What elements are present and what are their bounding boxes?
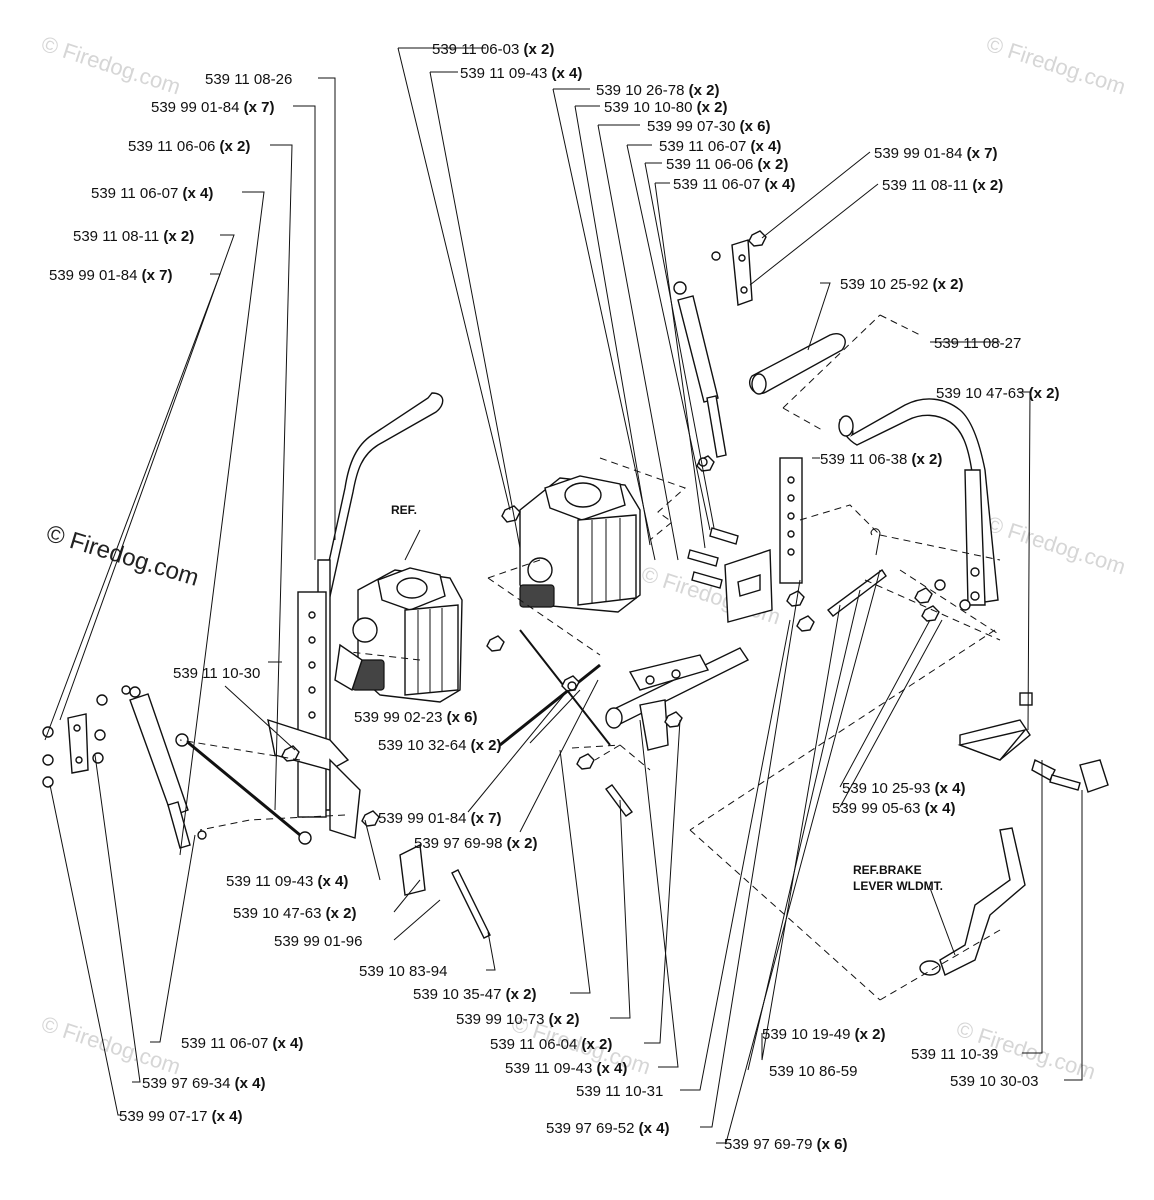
right-control-handle	[838, 398, 999, 606]
callout-label: 539 11 08-27	[934, 335, 1021, 352]
callout-label: 539 99 01-84 (x 7)	[151, 99, 274, 116]
brake-lever	[919, 827, 1026, 976]
callout-label: 539 97 69-98 (x 2)	[414, 835, 537, 852]
ref-label-brake-line1: REF.BRAKE	[853, 863, 922, 877]
callout-label: 539 10 26-78 (x 2)	[596, 82, 719, 99]
callout-label: 539 10 47-63 (x 2)	[233, 905, 356, 922]
callout-label: 539 11 06-07 (x 4)	[673, 176, 795, 193]
callout-label: 539 11 06-04 (x 2)	[490, 1036, 612, 1053]
callout-label: 539 97 69-34 (x 4)	[142, 1075, 265, 1092]
callout-label: 539 99 05-63 (x 4)	[832, 800, 955, 817]
callout-label: 539 10 25-92 (x 2)	[840, 276, 963, 293]
watermark-tile: © Firedog.com	[38, 31, 183, 99]
leader-lines	[44, 47, 1083, 1144]
watermark-tile: © Firedog.com	[38, 1011, 183, 1079]
watermark-main: © Firedog.com	[43, 520, 202, 592]
ref-label-brake-line2: LEVER WLDMT.	[853, 879, 943, 893]
hardware	[42, 230, 1027, 939]
callout-label: 539 11 09-43 (x 4)	[460, 65, 582, 82]
callout-label: 539 10 83-94	[359, 963, 447, 980]
left-control-handle	[267, 392, 444, 839]
watermark-tile: © Firedog.com	[983, 511, 1128, 579]
callout-label: 539 99 10-73 (x 2)	[456, 1011, 579, 1028]
callout-label: 539 11 06-06 (x 2)	[128, 138, 250, 155]
callout-label: 539 11 06-07 (x 4)	[181, 1035, 303, 1052]
callout-label: 539 11 08-11 (x 2)	[882, 177, 1003, 194]
callout-label: 539 11 08-26	[205, 71, 292, 88]
left-hydro-pump	[334, 567, 463, 703]
callout-label: 539 11 06-06 (x 2)	[666, 156, 788, 173]
callout-label: 539 11 10-31	[576, 1083, 663, 1100]
cross-shaft	[605, 647, 750, 751]
callout-label: 539 11 06-38 (x 2)	[820, 451, 942, 468]
callout-label: 539 11 06-07 (x 4)	[659, 138, 781, 155]
callout-label: 539 99 01-84 (x 7)	[49, 267, 172, 284]
ref-label-pump: REF.	[391, 503, 417, 517]
handle-grips	[748, 333, 846, 395]
adjust-bars	[779, 457, 803, 584]
callout-labels: 539 11 06-03 (x 2) 539 11 09-43 (x 4) 53…	[49, 41, 1059, 1153]
callout-label: 539 10 47-63 (x 2)	[936, 385, 1059, 402]
left-damper-brackets	[67, 713, 89, 774]
callout-label: 539 11 06-03 (x 2)	[432, 41, 554, 58]
right-damper-bracket	[731, 239, 753, 306]
callout-label: 539 10 86-59	[769, 1063, 857, 1080]
callout-label: 539 99 07-17 (x 4)	[119, 1108, 242, 1125]
callout-label: 539 11 09-43 (x 4)	[226, 873, 348, 890]
callout-label: 539 10 30-03	[950, 1073, 1038, 1090]
callout-label: 539 99 02-23 (x 6)	[354, 709, 477, 726]
watermark-tile: © Firedog.com	[983, 31, 1128, 99]
callout-label: 539 99 01-96	[274, 933, 362, 950]
callout-label: 539 11 06-07 (x 4)	[91, 185, 213, 202]
right-hydro-pump	[519, 475, 641, 613]
callout-label: 539 99 01-84 (x 7)	[378, 810, 501, 827]
callout-label: 539 10 35-47 (x 2)	[413, 986, 536, 1003]
callout-label: 539 11 08-11 (x 2)	[73, 228, 194, 245]
callout-label: 539 11 09-43 (x 4)	[505, 1060, 627, 1077]
callout-label: 539 10 10-80 (x 2)	[604, 99, 727, 116]
callout-label: 539 99 01-84 (x 7)	[874, 145, 997, 162]
callout-label: 539 11 10-30	[173, 665, 260, 682]
assembly-lines	[179, 314, 1001, 1001]
callout-label: 539 97 69-79 (x 6)	[724, 1136, 847, 1153]
left-damper	[129, 686, 191, 849]
callout-label: 539 10 19-49 (x 2)	[762, 1026, 885, 1043]
reference-labels: REF. REF.BRAKE LEVER WLDMT.	[391, 503, 943, 893]
parts-artwork	[42, 230, 1109, 1001]
callout-label: 539 97 69-52 (x 4)	[546, 1120, 669, 1137]
callout-label: 539 11 10-39	[911, 1046, 998, 1063]
callout-label: 539 99 07-30 (x 6)	[647, 118, 770, 135]
callout-label: 539 10 25-93 (x 4)	[842, 780, 965, 797]
right-damper	[673, 281, 727, 458]
callout-label: 539 10 32-64 (x 2)	[378, 737, 501, 754]
